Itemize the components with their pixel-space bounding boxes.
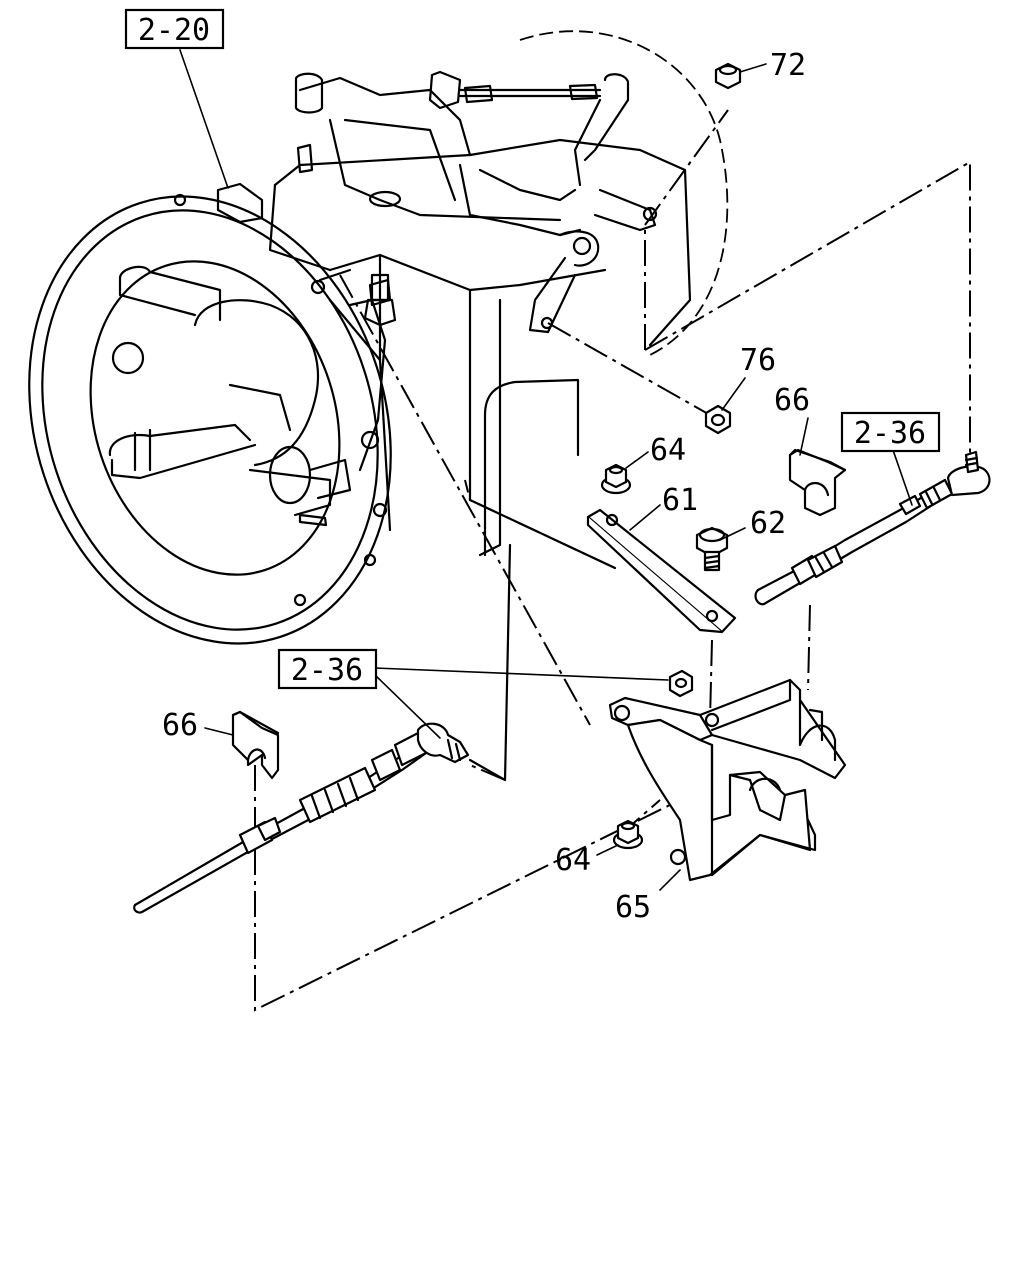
part-label-62: 62 [750, 506, 786, 541]
part-label-66-left: 66 [162, 708, 198, 743]
relation-lines [254, 109, 971, 1012]
part-label-66-right: 66 [774, 383, 810, 418]
nut-small [668, 669, 694, 698]
bolt-62 [695, 526, 729, 572]
ref-box-2-36-left: 2-36 [277, 648, 378, 690]
nut-76 [704, 404, 732, 435]
flywheel [28, 193, 392, 645]
part-label-72: 72 [770, 48, 806, 83]
part-label-65: 65 [615, 890, 651, 925]
nut-72 [714, 62, 742, 90]
part-label-76: 76 [740, 343, 776, 378]
ref-label-2-36-left: 2-36 [291, 653, 363, 688]
angle-bracket-61 [586, 508, 737, 634]
mounting-bracket-65 [608, 678, 847, 882]
ref-label-2-36-right: 2-36 [854, 416, 926, 451]
leader-lines [179, 49, 913, 891]
part-label-64-bottom: 64 [555, 843, 591, 878]
part-label-61: 61 [662, 483, 698, 518]
flange-nut-64-top [600, 463, 632, 495]
clip-66-right [788, 448, 847, 517]
transmission-housing [216, 30, 729, 782]
shift-cable-left [133, 722, 470, 914]
ref-box-2-20: 2-20 [124, 8, 225, 50]
ref-box-2-36-right: 2-36 [840, 411, 941, 453]
flange-nut-64-bottom [612, 819, 644, 850]
part-label-64-top: 64 [650, 433, 686, 468]
ref-label-2-20: 2-20 [138, 13, 210, 48]
clip-66-left [231, 710, 280, 780]
